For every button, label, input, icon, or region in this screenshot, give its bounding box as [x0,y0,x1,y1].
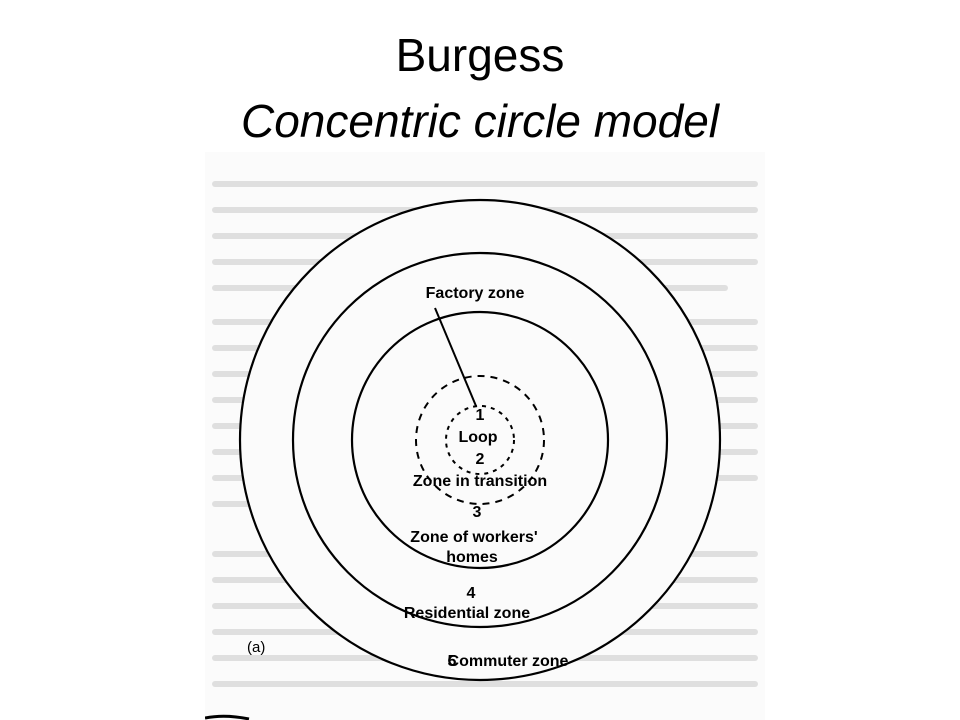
zone-2-number: 2 [476,451,485,468]
zone-5-number: 5 [448,653,457,670]
concentric-zone-diagram: Factory zone 1 Loop 2 Zone in transition… [205,152,765,720]
zone-1-loop-ring [445,405,515,475]
zone-3-workers-homes-ring [350,310,610,570]
zone-4-name: Residential zone [404,605,530,622]
zone-2-transition-ring [415,375,545,505]
zone-4-number: 4 [467,585,476,602]
zone-3-number: 3 [473,504,482,521]
zone-1-name: Loop [458,429,497,446]
factory-zone-label: Factory zone [426,285,525,302]
factory-zone-pointer [434,307,477,407]
zone-2-name: Zone in transition [413,473,547,490]
slide-title: Burgess [395,29,565,81]
zone-5-name: Commuter zone [448,653,569,670]
zone-1-number: 1 [476,407,485,424]
scan-edge-artifact [205,714,250,720]
figure-label: (a) [247,639,265,656]
zone-3-name: Zone of workers' [410,529,537,546]
slide-subtitle: Concentric circle model [240,95,720,147]
zone-3-name-line2: homes [446,549,498,566]
